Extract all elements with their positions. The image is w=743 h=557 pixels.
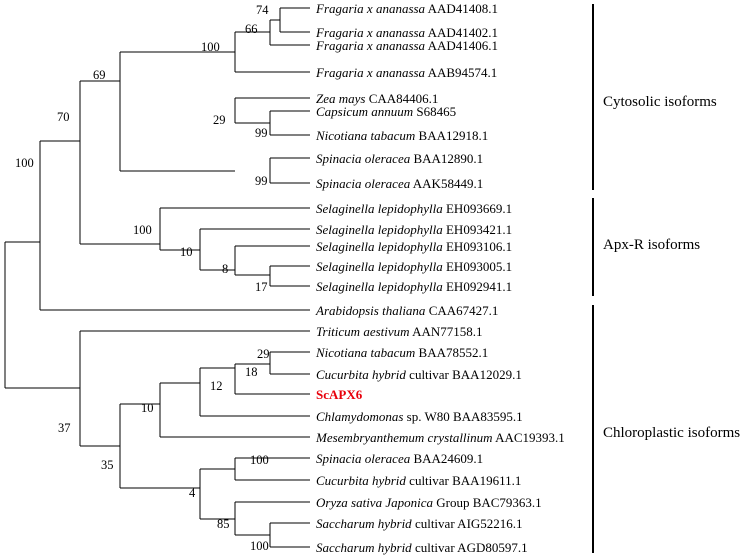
clade-label-cytosolic: Cytosolic isoforms <box>603 94 717 110</box>
bootstrap-values: 74 66 100 69 70 29 99 100 99 100 10 8 17… <box>15 3 270 553</box>
tip-label: Fragaria x ananassa AAD41406.1 <box>315 38 498 53</box>
branch-node-100-root <box>39 140 310 311</box>
tip-label: Spinacia oleracea BAA12890.1 <box>316 151 483 166</box>
branch-node-18 <box>234 363 310 395</box>
branch-node-70 <box>79 80 160 245</box>
branch-node-99b <box>269 157 310 184</box>
branch-node-4 <box>199 468 235 520</box>
branch-node-apxr <box>159 207 310 251</box>
branch-node-66 <box>269 19 310 46</box>
branch-node-12 <box>199 367 310 417</box>
branch-node-17 <box>269 265 310 287</box>
bootstrap-value: 74 <box>256 3 269 17</box>
branch-node-74 <box>279 7 310 33</box>
bootstrap-value: 100 <box>133 223 152 237</box>
branch-node-29b <box>269 351 310 375</box>
tip-label-highlighted: ScAPX6 <box>316 387 363 402</box>
bootstrap-value: 70 <box>57 110 70 124</box>
tip-label: Triticum aestivum AAN77158.1 <box>316 324 483 339</box>
bootstrap-value: 66 <box>245 22 258 36</box>
bootstrap-value: 10 <box>141 401 154 415</box>
bootstrap-value: 12 <box>210 379 223 393</box>
bootstrap-value: 99 <box>255 126 268 140</box>
tip-label: Capsicum annuum S68465 <box>316 104 456 119</box>
bootstrap-value: 10 <box>180 245 193 259</box>
tip-label: Selaginella lepidophylla EH093106.1 <box>316 239 512 254</box>
branch-node-69 <box>119 51 235 172</box>
branch-root <box>4 241 80 389</box>
bootstrap-value: 29 <box>257 347 270 361</box>
tip-label: Zea mays CAA84406.1 <box>316 91 438 106</box>
branch-node-37 <box>79 330 310 447</box>
tip-label: Selaginella lepidophylla EH093669.1 <box>316 201 512 216</box>
clade-annotations: Cytosolic isoforms Apx-R isoforms Chloro… <box>592 4 740 553</box>
bootstrap-value: 37 <box>58 421 71 435</box>
branch-node-10a <box>199 228 310 271</box>
tip-label: Cucurbita hybrid cultivar BAA19611.1 <box>316 473 521 488</box>
bootstrap-value: 85 <box>217 517 230 531</box>
branch-node-selag-inner <box>234 245 310 276</box>
tip-label: Arabidopsis thaliana CAA67427.1 <box>315 303 498 318</box>
bootstrap-value: 4 <box>189 486 196 500</box>
tip-label: Fragaria x ananassa AAD41408.1 <box>315 1 498 16</box>
tip-label: Fragaria x ananassa AAB94574.1 <box>315 65 497 80</box>
tip-labels: Fragaria x ananassa AAD41408.1 Fragaria … <box>315 1 565 555</box>
branch-node-100d <box>269 522 310 548</box>
tip-label: Saccharum hybrid cultivar AIG52216.1 <box>316 516 523 531</box>
branch-node-100c <box>234 457 310 481</box>
tip-label: Nicotiana tabacum BAA12918.1 <box>315 128 488 143</box>
tip-label: Saccharum hybrid cultivar AGD80597.1 <box>316 540 528 555</box>
branch-node-85 <box>234 501 310 536</box>
clade-label-apxr: Apx-R isoforms <box>603 237 700 253</box>
tip-label: Selaginella lepidophylla EH093005.1 <box>316 259 512 274</box>
bootstrap-value: 100 <box>250 539 269 553</box>
branches <box>4 7 310 548</box>
tip-label: Selaginella lepidophylla EH093421.1 <box>316 222 512 237</box>
bootstrap-value: 35 <box>101 458 114 472</box>
clade-label-chloroplastic: Chloroplastic isoforms <box>603 425 740 441</box>
branch-node-10b <box>159 382 310 438</box>
bootstrap-value: 8 <box>222 262 228 276</box>
branch-node-fragaria <box>234 31 310 73</box>
bootstrap-value: 17 <box>255 280 268 294</box>
tip-label: Fragaria x ananassa AAD41402.1 <box>315 25 498 40</box>
bootstrap-value: 69 <box>93 68 106 82</box>
tip-label: Mesembryanthemum crystallinum AAC19393.1 <box>315 430 565 445</box>
bootstrap-value: 18 <box>245 365 258 379</box>
branch-node-29a <box>234 97 310 124</box>
tip-label: Spinacia oleracea BAA24609.1 <box>316 451 483 466</box>
tip-label: Selaginella lepidophylla EH092941.1 <box>316 279 512 294</box>
tip-label: Spinacia oleracea AAK58449.1 <box>316 176 483 191</box>
bootstrap-value: 100 <box>201 40 220 54</box>
bootstrap-value: 29 <box>213 113 226 127</box>
branch-node-35 <box>119 403 200 489</box>
tip-label: Nicotiana tabacum BAA78552.1 <box>315 345 488 360</box>
tip-label: Chlamydomonas sp. W80 BAA83595.1 <box>316 409 523 424</box>
bootstrap-value: 100 <box>15 156 34 170</box>
bootstrap-value: 99 <box>255 174 268 188</box>
branch-node-99a <box>269 110 310 136</box>
bootstrap-value: 100 <box>250 453 269 467</box>
tip-label: Cucurbita hybrid cultivar BAA12029.1 <box>316 367 522 382</box>
tip-label: Oryza sativa Japonica Group BAC79363.1 <box>316 495 542 510</box>
